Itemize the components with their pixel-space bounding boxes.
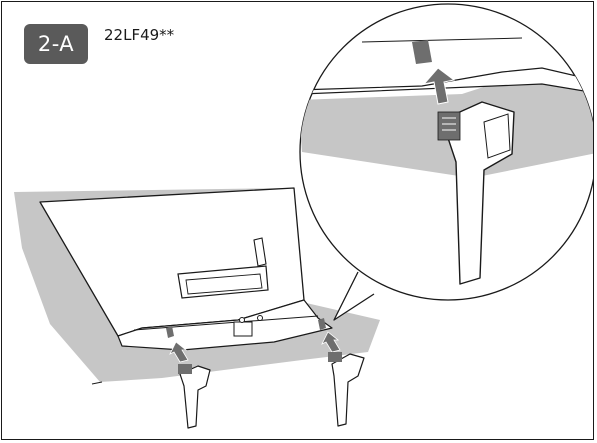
center-connector — [233, 321, 253, 337]
left-stand-slot — [166, 326, 174, 338]
callout-insert-arrow — [422, 67, 456, 105]
callout-pointer — [333, 271, 375, 321]
left-insert-arrow — [169, 341, 189, 363]
back-vent-slot — [253, 237, 267, 267]
right-insert-arrow — [321, 331, 341, 353]
back-recess — [177, 265, 269, 299]
step-badge: 2-A — [24, 24, 88, 64]
model-label: 22LF49** — [104, 26, 175, 44]
left-stand-foot — [178, 364, 211, 429]
right-stand-foot — [328, 352, 365, 427]
callout-stand — [441, 101, 515, 285]
right-stand-slot — [318, 318, 326, 330]
